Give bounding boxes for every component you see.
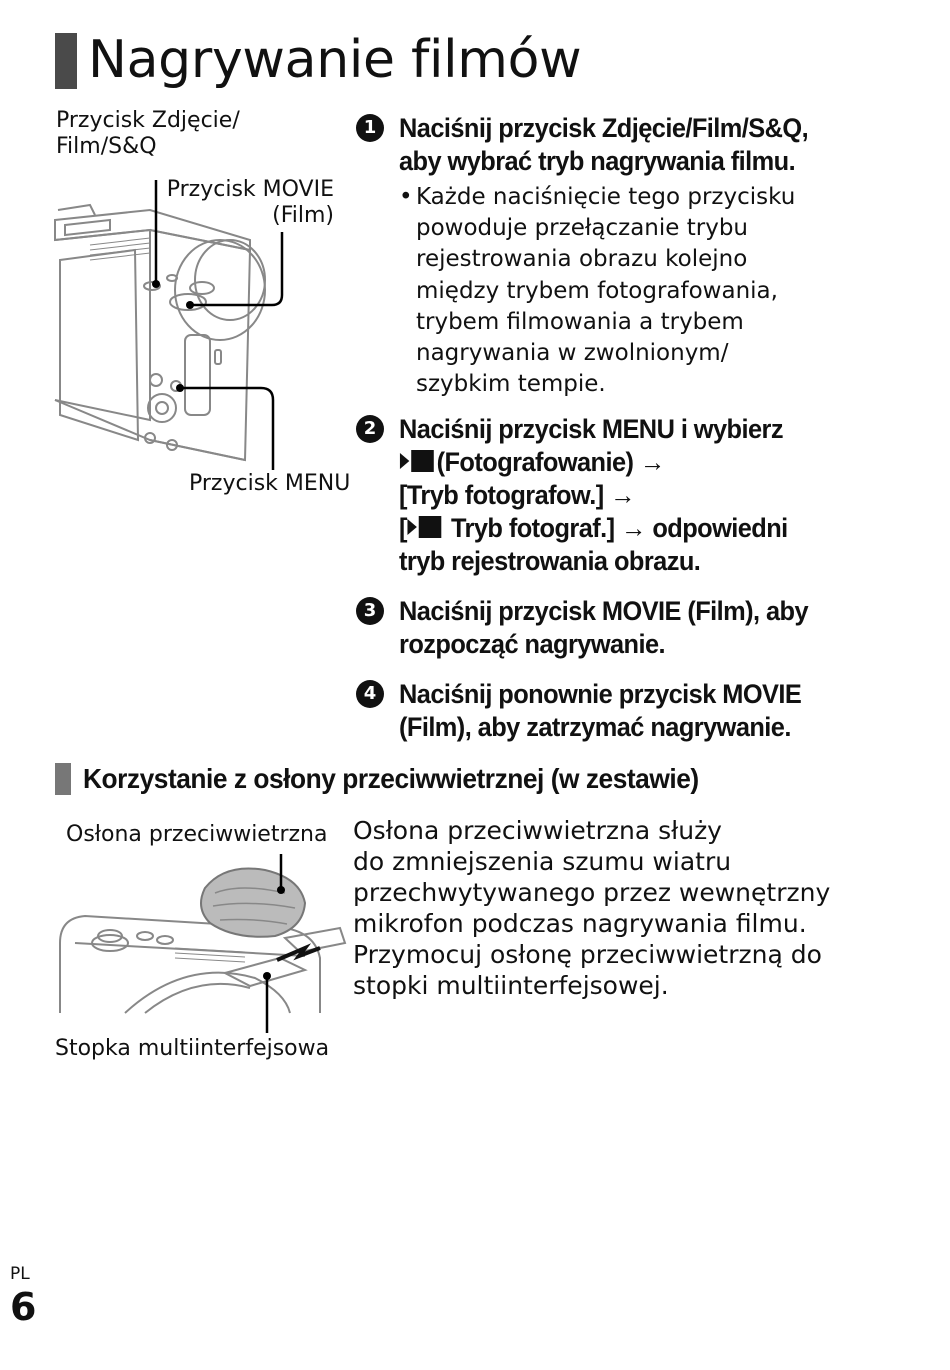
section-accent-bar bbox=[55, 763, 71, 795]
step-2-number: 2 bbox=[356, 415, 384, 443]
section-heading: Korzystanie z osłony przeciwwietrznej (w… bbox=[83, 763, 699, 794]
step-1-number: 1 bbox=[356, 114, 384, 142]
label-windscreen: Osłona przeciwwietrzna bbox=[66, 822, 328, 847]
bullet-marker: • bbox=[399, 184, 413, 210]
title-accent-bar bbox=[55, 33, 77, 89]
label-multi-interface-shoe: Stopka multiinterfejsowa bbox=[55, 1036, 330, 1061]
step-4-text: Naciśnij ponownie przycisk MOVIE (Film),… bbox=[399, 679, 802, 742]
label-photo-movie-button: Przycisk Zdjęcie/ Film/S&Q bbox=[56, 108, 240, 159]
step-1-text: Naciśnij przycisk Zdjęcie/Film/S&Q, aby … bbox=[399, 113, 809, 176]
language-code: PL bbox=[10, 1264, 30, 1284]
photo-movie-mode-icon bbox=[407, 514, 445, 540]
step-3-text: Naciśnij przycisk MOVIE (Film), aby rozp… bbox=[399, 596, 809, 659]
windscreen-illustration bbox=[59, 854, 347, 1033]
page-title: Nagrywanie filmów bbox=[88, 30, 582, 90]
camera-back-illustration bbox=[54, 180, 284, 470]
page-number: 6 bbox=[10, 1285, 37, 1329]
photo-movie-mode-icon bbox=[399, 448, 437, 474]
step-3-number: 3 bbox=[356, 597, 384, 625]
label-menu-button: Przycisk MENU bbox=[189, 471, 351, 496]
windscreen-paragraph: Osłona przeciwwietrzna służy do zmniejsz… bbox=[353, 816, 831, 1000]
step-4-number: 4 bbox=[356, 680, 384, 708]
label-movie-button: Przycisk MOVIE (Film) bbox=[166, 177, 334, 228]
step-2-text: Naciśnij przycisk MENU i wybierz (Fotogr… bbox=[399, 414, 788, 576]
step-1-bullet: • Każde naciśnięcie tego przycisku powod… bbox=[399, 184, 796, 398]
